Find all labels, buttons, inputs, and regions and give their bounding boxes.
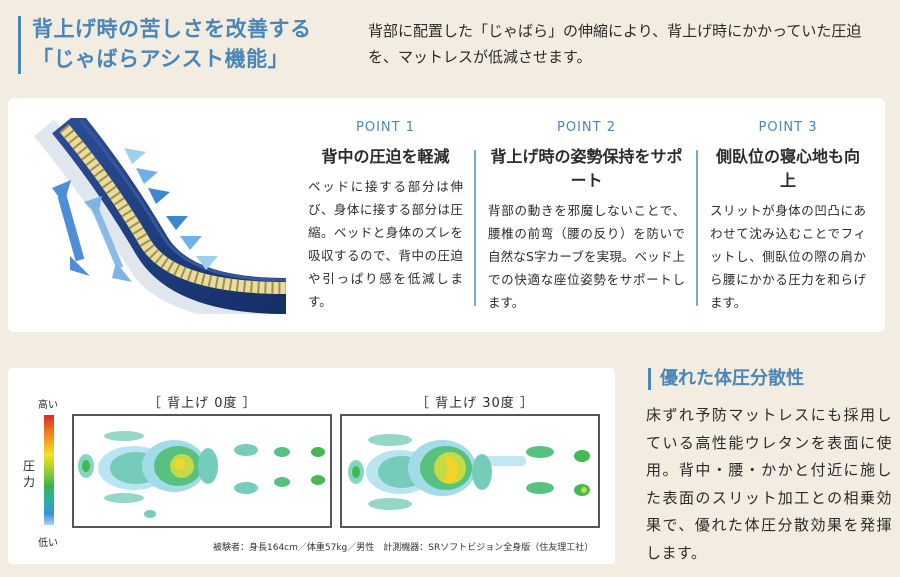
points-panel: POINT 1 背中の圧迫を軽減 ベッドに接する部分は伸び、身体に接する部分は圧… (8, 98, 885, 332)
side-body: 床ずれ予防マットレスにも採用している高性能ウレタンを表面に使用。背中・腰・かかと… (646, 406, 892, 562)
pressure-color-scale (44, 415, 54, 525)
section-title: 背上げ時の苦しさを改善する 「じゃばらアシスト機能」 (32, 14, 352, 74)
mattress-illustration (34, 118, 286, 314)
point-1-title: 背中の圧迫を軽減 (321, 147, 450, 166)
point-1-body: ベッドに接する部分は伸び、身体に接する部分は圧縮。ベッドと身体のズレを吸収するの… (308, 179, 463, 309)
scale-axis-label: 圧力 (22, 459, 35, 489)
scale-high-label: 高い (38, 400, 58, 411)
pressure-map-panel: 高い 圧力 低い ［ 背上げ 0度 ］ (8, 368, 615, 564)
point-3: POINT 3 側臥位の寝心地も向上 スリットが身体の凹凸にあわせて沈み込むこと… (710, 120, 866, 314)
point-3-label: POINT 3 (758, 120, 818, 135)
divider-2 (696, 150, 698, 306)
point-1: POINT 1 背中の圧迫を軽減 ベッドに接する部分は伸び、身体に接する部分は圧… (308, 120, 463, 313)
pressure-map-0deg (72, 414, 332, 528)
pressure-map-0deg-image (78, 431, 325, 518)
section-title-line2: 「じゃばらアシスト機能」 (32, 47, 290, 71)
scale-low-label: 低い (38, 538, 58, 549)
pressure-map-30deg (340, 414, 600, 528)
point-2: POINT 2 背上げ時の姿勢保持をサポート 背部の動きを邪魔しないことで、腰椎… (488, 120, 685, 314)
pressure-map-30deg-image (348, 434, 590, 510)
point-3-title: 側臥位の寝心地も向上 (715, 147, 860, 190)
section-description: 背部に配置した「じゃばら」の伸縮により、背上げ時にかかっていた圧迫を、マットレス… (368, 22, 862, 66)
point-2-label: POINT 2 (557, 120, 616, 135)
side-title: 優れた体圧分散性 (660, 368, 804, 389)
point-2-title: 背上げ時の姿勢保持をサポート (490, 147, 683, 190)
divider-1 (474, 150, 476, 306)
map-right-title: ［ 背上げ 30度 ］ (416, 396, 534, 411)
map-left-title: ［ 背上げ 0度 ］ (148, 396, 257, 411)
section-title-line1: 背上げ時の苦しさを改善する (32, 17, 312, 41)
side-accent-bar (648, 368, 651, 390)
compression-triangles (124, 148, 218, 270)
header-accent-bar (18, 16, 21, 74)
stretch-arrows (52, 180, 132, 282)
point-3-body: スリットが身体の凹凸にあわせて沈み込むことでフィットし、側臥位の際の肩から腰にか… (710, 203, 866, 310)
point-2-body: 背部の動きを邪魔しないことで、腰椎の前弯（腰の反り）を防いで自然なS字カーブを実… (488, 203, 685, 310)
point-1-label: POINT 1 (356, 120, 415, 135)
measurement-caption: 被験者：身長164cm／体重57kg／男性 計測機器：SRソフトビジョン全身版（… (213, 543, 594, 553)
